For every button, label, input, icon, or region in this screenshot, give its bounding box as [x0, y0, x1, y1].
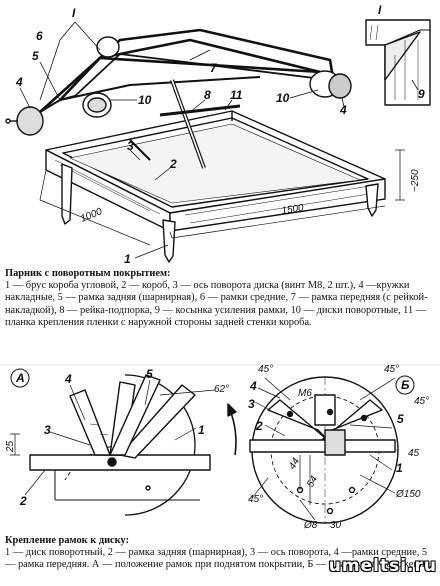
- label-4b: 4: [339, 103, 347, 117]
- rotating-disc-top: [96, 36, 120, 58]
- detail-B-dim-150: Ø150: [395, 489, 421, 500]
- dim-1000: 1000: [79, 206, 104, 225]
- caption-main-title: Парник с поворотным покрытием:: [5, 268, 171, 279]
- rotating-disc-left: [82, 92, 112, 118]
- caption-detail-body: 1 — диск поворотный, 2 — рамка задняя (ш…: [5, 547, 433, 571]
- label-6: 6: [36, 29, 43, 43]
- watermark: umeltsi.ru: [328, 556, 437, 576]
- detail-A-label-1: 1: [198, 423, 205, 437]
- detail-B-dim-45a: 45°: [258, 364, 273, 375]
- detail-I-label: I: [378, 3, 382, 17]
- detail-B-dim-45e: 45: [408, 448, 420, 459]
- label-11: 11: [230, 88, 243, 102]
- dim-1500: 1500: [281, 203, 305, 217]
- caption-detail: Крепление рамок к диску: 1 — диск поворо…: [5, 535, 435, 572]
- detail-A-marker: А: [15, 371, 25, 385]
- detail-A: [10, 368, 237, 516]
- label-5: 5: [32, 49, 39, 63]
- detail-B-label-2: 2: [255, 419, 263, 433]
- label-2: 2: [169, 157, 177, 171]
- label-10b: 10: [276, 91, 290, 105]
- caption-main: Парник с поворотным покрытием: 1 — брус …: [5, 268, 435, 329]
- detail-B-dims: [251, 377, 396, 521]
- detail-A-label-5: 5: [146, 367, 153, 381]
- label-1: 1: [124, 252, 131, 266]
- detail-B-marker: Б: [401, 378, 410, 392]
- detail-B-dim-8: Ø8: [303, 520, 318, 531]
- main-dimensions: [39, 149, 405, 246]
- main-leaders: [19, 21, 345, 259]
- detail-B-dim-45c: 45°: [414, 396, 429, 407]
- caption-main-body: 1 — брус короба угловой, 2 — короб, 3 — …: [5, 280, 428, 328]
- detail-B-dim-45b: 45°: [384, 364, 399, 375]
- caption-detail-title: Крепление рамок к диску:: [5, 535, 130, 546]
- detail-B-label-5: 5: [397, 412, 404, 426]
- detail-B-label-1: 1: [396, 461, 403, 475]
- detail-A-leaders: [10, 379, 216, 496]
- detail-B-label-4: 4: [249, 379, 257, 393]
- box-body: [45, 110, 386, 263]
- label-3: 3: [127, 139, 134, 153]
- rotating-disc-right: [309, 70, 352, 99]
- detail-B: [249, 375, 415, 524]
- detail-A-dim-25: 25: [5, 440, 16, 453]
- overlay-circle-left: [5, 106, 44, 136]
- detail-A-label-4: 4: [64, 372, 72, 386]
- detail-B-dim-45d: 45°: [248, 494, 263, 505]
- detail-A-label-3: 3: [44, 423, 51, 437]
- label-7: 7: [210, 61, 218, 75]
- detail-A-dim-62: 62°: [214, 384, 229, 395]
- detail-B-dim-44: 44: [287, 456, 302, 472]
- detail-A-label-2: 2: [19, 494, 27, 508]
- detail-B-label-3: 3: [248, 397, 255, 411]
- detail-B-dim-54: 54: [305, 474, 320, 490]
- label-10: 10: [138, 93, 152, 107]
- detail-B-dim-m6: М6: [298, 388, 312, 399]
- detail-B-dim-30: 30: [330, 520, 342, 531]
- label-I: I: [72, 6, 76, 20]
- detail-I-label-9: 9: [418, 87, 425, 101]
- dim-250: ~250: [410, 169, 421, 192]
- label-8: 8: [204, 88, 211, 102]
- label-4: 4: [15, 75, 23, 89]
